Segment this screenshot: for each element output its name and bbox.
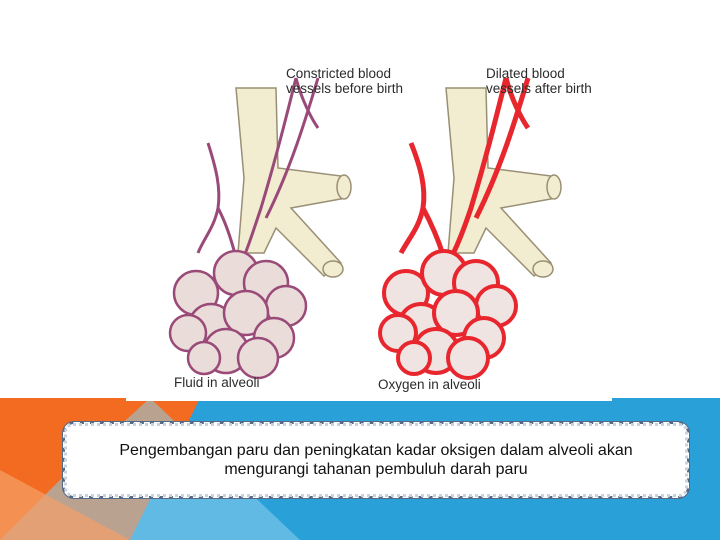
caption-text: Pengembangan paru dan peningkatan kadar … bbox=[67, 441, 685, 479]
caption-box: Pengembangan paru dan peningkatan kadar … bbox=[67, 426, 685, 494]
label-constricted-line1: Constricted blood bbox=[286, 66, 403, 81]
alveoli-illustration bbox=[126, 58, 612, 401]
label-constricted: Constricted blood vessels before birth bbox=[286, 66, 403, 96]
right-alveoli bbox=[380, 251, 516, 378]
label-fluid: Fluid in alveoli bbox=[174, 375, 260, 390]
caption-line1: Pengembangan paru dan peningkatan kadar … bbox=[67, 441, 685, 460]
right-bronchus bbox=[446, 88, 561, 277]
alveoli-figure: Constricted blood vessels before birth D… bbox=[126, 58, 612, 401]
label-dilated-line2: vessels after birth bbox=[486, 81, 592, 96]
caption-line2: mengurangi tahanan pembuluh darah paru bbox=[67, 460, 685, 479]
label-dilated: Dilated blood vessels after birth bbox=[486, 66, 592, 96]
label-oxygen: Oxygen in alveoli bbox=[378, 377, 481, 392]
left-alveoli bbox=[170, 251, 306, 378]
left-bronchus bbox=[236, 88, 351, 277]
label-constricted-line2: vessels before birth bbox=[286, 81, 403, 96]
label-dilated-line1: Dilated blood bbox=[486, 66, 592, 81]
